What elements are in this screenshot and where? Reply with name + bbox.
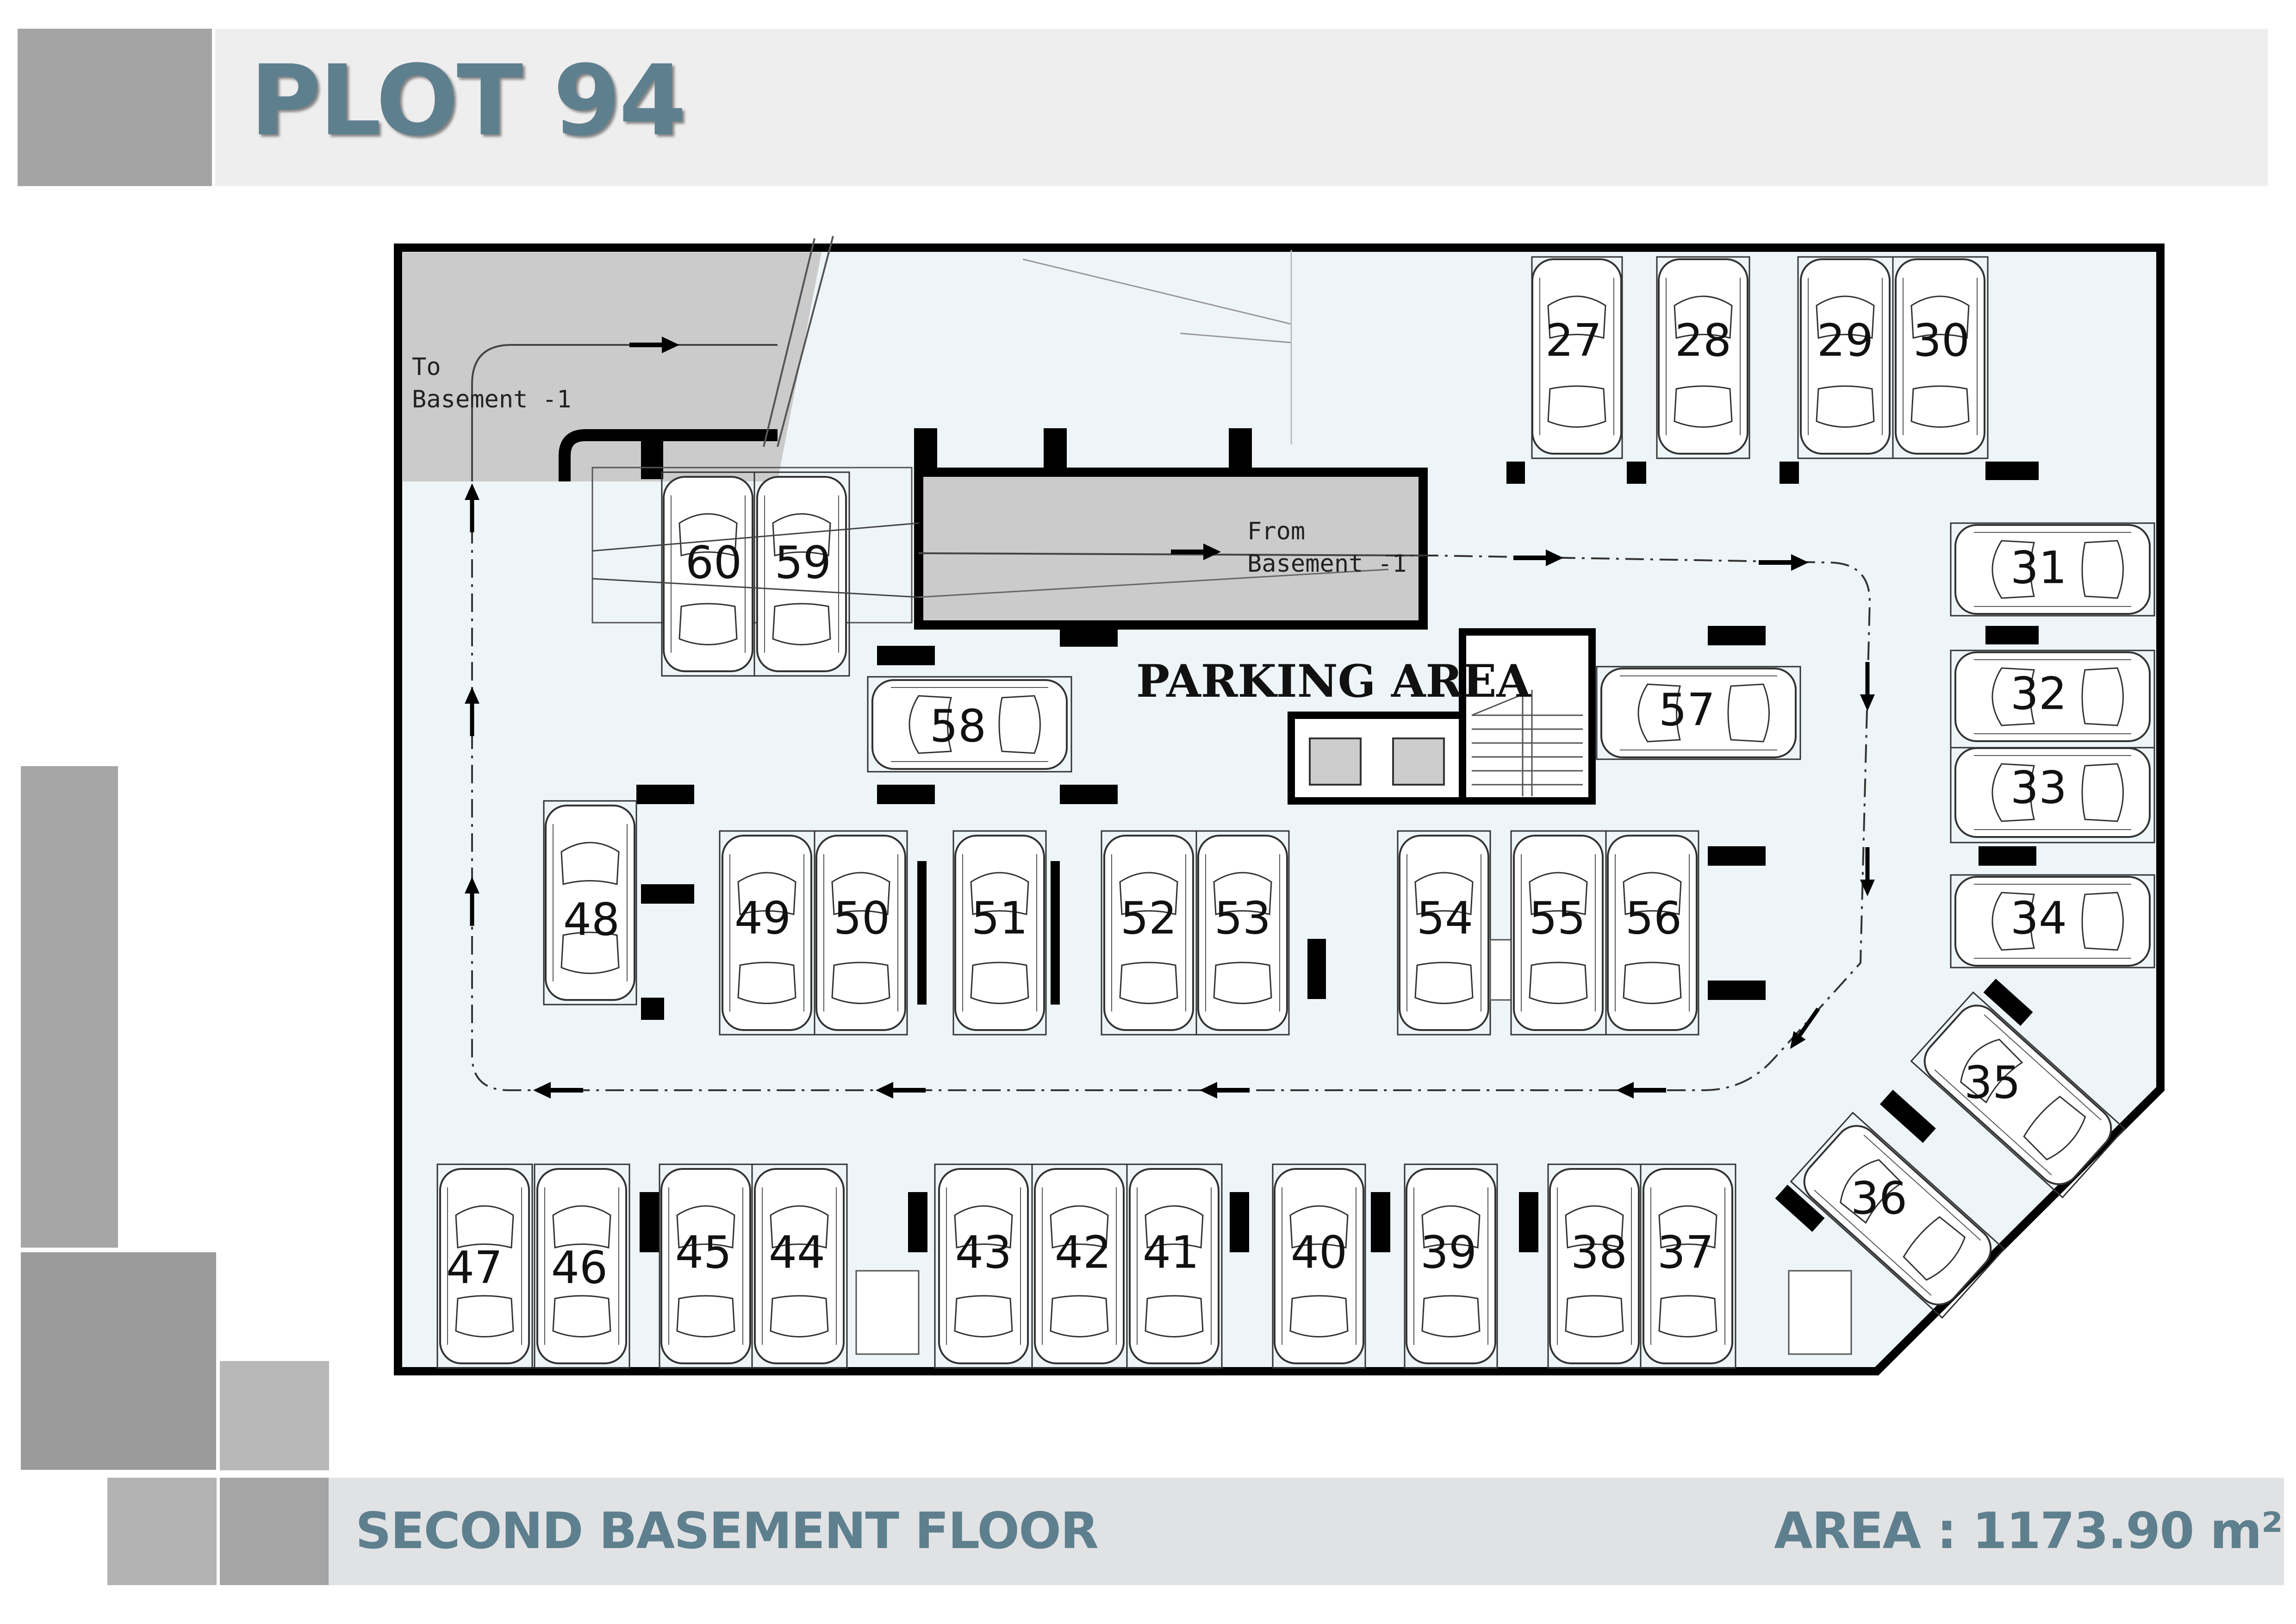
side-grey-block-square: [21, 1252, 216, 1470]
parking-space-33: 33: [1950, 747, 2155, 843]
header-grey-block: [18, 29, 212, 186]
svg-text:41: 41: [1143, 1226, 1199, 1278]
parking-space-30: 30: [1892, 256, 1989, 459]
parking-space-51: 51: [952, 830, 1047, 1036]
svg-text:50: 50: [834, 892, 890, 944]
parking-space-56: 56: [1605, 830, 1699, 1036]
side-grey-block-tall: [21, 766, 118, 1248]
parking-space-59: 59: [753, 471, 850, 677]
parking-space-48: 48: [543, 800, 637, 1006]
svg-text:51: 51: [971, 892, 1028, 944]
svg-text:45: 45: [675, 1226, 732, 1278]
parking-space-32: 32: [1950, 650, 2155, 749]
svg-text:43: 43: [955, 1226, 1012, 1278]
parking-space-55: 55: [1510, 830, 1607, 1036]
parking-space-34: 34: [1950, 874, 2155, 968]
header-band: [215, 29, 2268, 186]
service-box-right: [1788, 1270, 1852, 1355]
parking-space-39: 39: [1404, 1163, 1498, 1369]
from-basement-label-line1: From: [1247, 518, 1305, 545]
parking-space-36: [1790, 1112, 2005, 1319]
parking-space-40: 40: [1272, 1163, 1366, 1369]
parking-space-29: 29: [1797, 256, 1894, 459]
svg-text:31: 31: [2010, 542, 2067, 593]
svg-text:56: 56: [1625, 892, 1682, 944]
parking-space-58: 58: [867, 676, 1072, 773]
ramp-from-basement: [914, 468, 1428, 630]
footer-grey-block-right: [220, 1478, 329, 1585]
parking-space-45: 45: [659, 1163, 753, 1369]
svg-text:42: 42: [1055, 1226, 1111, 1278]
area-label: AREA : 1173.90 m²: [1774, 1502, 2283, 1560]
svg-text:36: 36: [1851, 1172, 1907, 1224]
parking-space-53: 53: [1195, 830, 1290, 1036]
svg-text:30: 30: [1913, 314, 1970, 366]
stair-core: [1459, 628, 1596, 805]
svg-text:40: 40: [1291, 1226, 1347, 1278]
svg-text:34: 34: [2010, 892, 2067, 944]
floor-name: SECOND BASEMENT FLOOR: [355, 1502, 1099, 1560]
svg-text:49: 49: [734, 892, 791, 944]
svg-text:27: 27: [1545, 314, 1602, 366]
to-basement-label-line1: To: [412, 353, 441, 381]
svg-text:54: 54: [1417, 892, 1473, 944]
parking-space-43: 43: [934, 1163, 1033, 1369]
svg-text:57: 57: [1659, 684, 1715, 736]
parking-space-44: 44: [751, 1163, 848, 1369]
svg-text:38: 38: [1571, 1226, 1627, 1278]
traffic-route: [471, 491, 1871, 1091]
svg-text:33: 33: [2010, 762, 2067, 813]
side-grey-block-small: [220, 1361, 329, 1470]
parking-space-31: 31: [1950, 522, 2155, 617]
parking-space-42: 42: [1031, 1163, 1128, 1369]
svg-text:35: 35: [1964, 1056, 2021, 1108]
svg-text:37: 37: [1657, 1226, 1714, 1278]
svg-text:46: 46: [551, 1242, 608, 1293]
columns: [636, 428, 2039, 1252]
parking-space-52: 52: [1101, 830, 1197, 1036]
svg-text:58: 58: [930, 700, 986, 752]
to-basement-label-line2: Basement -1: [412, 386, 571, 413]
footer-grey-block-left: [107, 1478, 217, 1585]
footer-band: [329, 1478, 2284, 1585]
parking-space-38: 38: [1547, 1163, 1642, 1369]
parking-space-27: 27: [1531, 256, 1623, 459]
service-box-left: [855, 1270, 920, 1355]
ramp-to-basement: [403, 252, 821, 481]
parking-space-37: 37: [1640, 1163, 1736, 1369]
parking-space-46: 46: [534, 1163, 630, 1369]
parking-space-50: 50: [814, 830, 908, 1036]
parking-space-35: [1910, 991, 2126, 1199]
svg-text:28: 28: [1675, 314, 1731, 366]
svg-text:47: 47: [446, 1242, 503, 1293]
svg-text:44: 44: [769, 1226, 825, 1278]
parking-area-label: PARKING AREA: [1136, 655, 1531, 707]
parking-space-60: 60: [661, 471, 755, 677]
svg-text:60: 60: [685, 537, 742, 588]
page-title: PLOT 94: [250, 44, 686, 157]
svg-text:55: 55: [1529, 892, 1586, 944]
svg-text:48: 48: [563, 893, 620, 945]
svg-text:53: 53: [1214, 892, 1271, 944]
parking-space-28: 28: [1656, 256, 1750, 459]
svg-text:29: 29: [1817, 314, 1873, 366]
svg-text:32: 32: [2010, 668, 2067, 719]
from-basement-label-line2: Basement -1: [1247, 550, 1406, 578]
parking-space-41: 41: [1126, 1163, 1223, 1369]
parking-space-49: 49: [719, 830, 815, 1036]
svg-text:52: 52: [1120, 892, 1177, 944]
svg-text:39: 39: [1420, 1226, 1477, 1278]
svg-text:59: 59: [775, 537, 831, 588]
parking-space-47: 47: [436, 1163, 533, 1369]
parking-space-57: 57: [1596, 666, 1801, 760]
parking-space-54: 54: [1397, 830, 1491, 1036]
